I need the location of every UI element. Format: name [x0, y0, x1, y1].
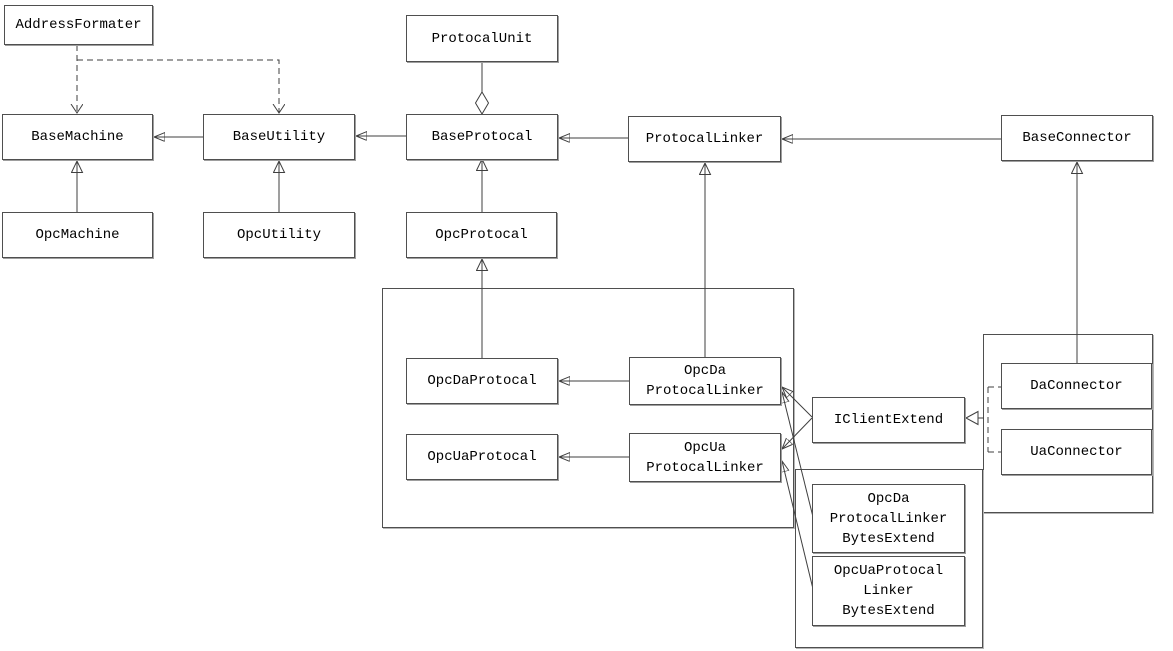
class-box-basemachine: BaseMachine	[2, 114, 153, 160]
class-box-opcuaprotocal: OpcUaProtocal	[406, 434, 558, 480]
class-box-protocalunit: ProtocalUnit	[406, 15, 558, 62]
class-box-opcdaprotocallinker-bytesextend: OpcDa ProtocalLinker BytesExtend	[812, 484, 965, 553]
class-box-opcprotocal: OpcProtocal	[406, 212, 557, 258]
class-box-opcutility: OpcUtility	[203, 212, 355, 258]
class-box-iclientextend: IClientExtend	[812, 397, 965, 443]
class-box-opcuaprotocallinker: OpcUa ProtocalLinker	[629, 433, 781, 482]
edge-iclientextend-opcuaprotocallinker	[782, 417, 813, 449]
class-box-opcdaprotocal: OpcDaProtocal	[406, 358, 558, 404]
class-box-baseprotocal: BaseProtocal	[406, 114, 558, 160]
edge-connectors-iclientextend	[964, 386, 1001, 453]
class-box-opcdaprotocallinker: OpcDa ProtocalLinker	[629, 357, 781, 405]
class-box-baseutility: BaseUtility	[203, 114, 355, 160]
group-box-connectors	[983, 334, 1153, 513]
class-box-addressformater: AddressFormater	[4, 5, 153, 45]
edge-protocalunit-baseprotocal	[474, 62, 490, 115]
class-box-protocallinker: ProtocalLinker	[628, 116, 781, 162]
class-box-daconnector: DaConnector	[1001, 363, 1152, 409]
edge-opcdabytesextend-opcdaprotocallinker	[782, 392, 814, 518]
class-box-baseconnector: BaseConnector	[1001, 115, 1153, 161]
class-box-uaconnector: UaConnector	[1001, 429, 1152, 475]
class-box-opcuaprotocallinker-bytesextend: OpcUaProtocal Linker BytesExtend	[812, 556, 965, 626]
group-box-opc-protocal-linkers	[382, 288, 794, 528]
edge-opcuabytesextend-opcuaprotocallinker	[782, 461, 814, 590]
group-box-bytes-extend	[795, 469, 983, 648]
class-box-opcmachine: OpcMachine	[2, 212, 153, 258]
edge-addressformater-baseutility	[77, 59, 279, 113]
edge-iclientextend-opcdaprotocallinker	[782, 387, 813, 418]
